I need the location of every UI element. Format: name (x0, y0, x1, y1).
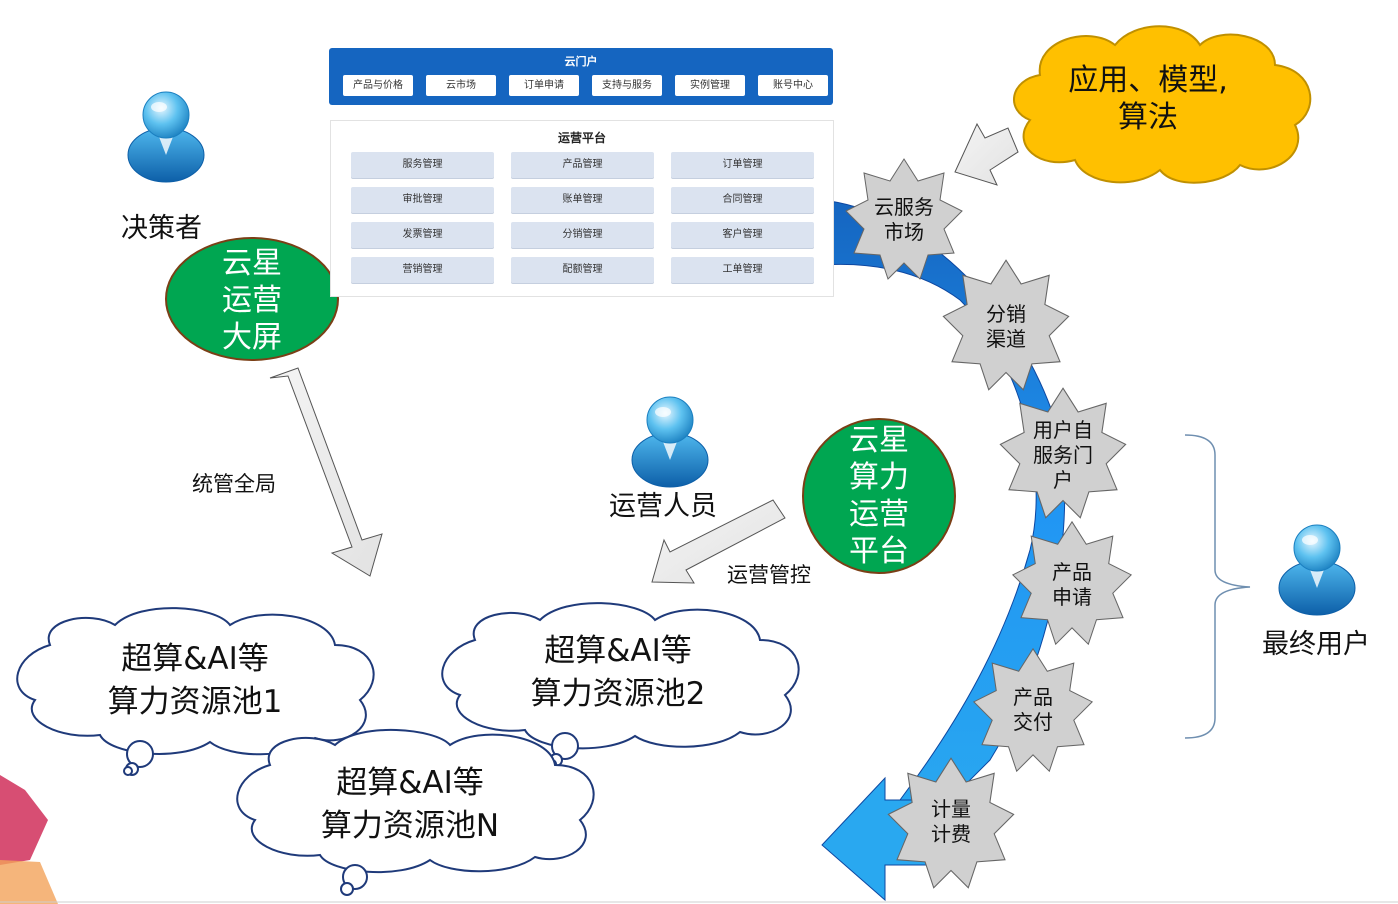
global-control-label: 统管全局 (192, 472, 276, 496)
arrow-global-down (269, 367, 383, 577)
ops-platform-title: 运营平台 (557, 131, 606, 145)
portal-button-support[interactable]: 支持与服务 (592, 75, 662, 96)
compute-platform-oval (802, 418, 956, 574)
portal-button-account[interactable]: 账号中心 (758, 75, 828, 96)
portal-button-instances[interactable]: 实例管理 (675, 75, 745, 96)
pool2-cloud-text: 超算&AI等 算力资源池2 (530, 633, 706, 712)
end-user-label: 最终用户 (1262, 629, 1370, 660)
ops-control-label: 运营管控 (727, 563, 811, 587)
cloud-poolN (236, 729, 595, 896)
cloud-pool1 (16, 607, 375, 776)
ops-button-order[interactable]: 订单管理 (671, 152, 814, 178)
pool1-cloud-text: 超算&AI等 算力资源池1 (107, 641, 283, 720)
ops-platform-panel: 运营平台 服务管理 产品管理 订单管理 审批管理 账单管理 合同管理 发票管理 … (330, 120, 834, 297)
ops-button-marketing[interactable]: 营销管理 (351, 257, 494, 283)
cloud-portal-panel: 云门户 产品与价格 云市场 订单申请 支持与服务 实例管理 账号中心 (329, 48, 833, 105)
corner-decoration-orange (0, 860, 58, 904)
ops-button-ticket[interactable]: 工单管理 (671, 257, 814, 283)
ops-button-approval[interactable]: 审批管理 (351, 187, 494, 213)
stage-product-delivery-text: 产品 交付 (1013, 685, 1053, 734)
person-icon-operator (631, 396, 709, 488)
stage-self-service-text: 用户自 服务门 户 (1033, 418, 1093, 492)
ops-button-product[interactable]: 产品管理 (511, 152, 654, 178)
ops-button-bill[interactable]: 账单管理 (511, 187, 654, 213)
end-user-brace (1184, 434, 1251, 739)
ops-button-customer[interactable]: 客户管理 (671, 222, 814, 248)
apps-cloud (1013, 25, 1312, 184)
ops-button-quota[interactable]: 配额管理 (511, 257, 654, 283)
cloud-portal-buttons: 产品与价格 云市场 订单申请 支持与服务 实例管理 账号中心 (343, 75, 828, 96)
ops-button-contract[interactable]: 合同管理 (671, 187, 814, 213)
portal-button-pricing[interactable]: 产品与价格 (343, 75, 413, 96)
stage-product-apply-text: 产品 申请 (1052, 560, 1092, 609)
arrow-apps-to-market (954, 122, 1019, 186)
poolN-cloud-text: 超算&AI等 算力资源池N (320, 765, 500, 844)
cloud-portal-title: 云门户 (564, 55, 598, 68)
portal-button-marketplace[interactable]: 云市场 (426, 75, 496, 96)
ops-button-invoice[interactable]: 发票管理 (351, 222, 494, 248)
ops-button-service[interactable]: 服务管理 (351, 152, 494, 178)
stage-cloud-market-text: 云服务 市场 (874, 195, 934, 244)
person-icon-decision-maker (127, 91, 205, 183)
ops-platform-buttons: 服务管理 产品管理 订单管理 审批管理 账单管理 合同管理 发票管理 分销管理 … (351, 152, 814, 283)
person-icon-end-user (1278, 524, 1356, 616)
big-screen-oval (165, 237, 339, 361)
compute-platform-text: 云星 算力 运营 平台 (849, 423, 909, 569)
stage-distribution-text: 分销 渠道 (986, 302, 1026, 351)
arrow-control-left (651, 499, 786, 584)
big-screen-text: 云星 运营 大屏 (222, 246, 282, 355)
corner-decoration-purple (0, 775, 48, 865)
apps-cloud-text: 应用、模型, 算法 (1068, 63, 1228, 135)
decision-maker-label: 决策者 (121, 213, 202, 244)
operator-label: 运营人员 (609, 491, 717, 522)
stage-metering-text: 计量 计费 (931, 797, 971, 846)
portal-button-order[interactable]: 订单申请 (509, 75, 579, 96)
ops-button-distribution[interactable]: 分销管理 (511, 222, 654, 248)
